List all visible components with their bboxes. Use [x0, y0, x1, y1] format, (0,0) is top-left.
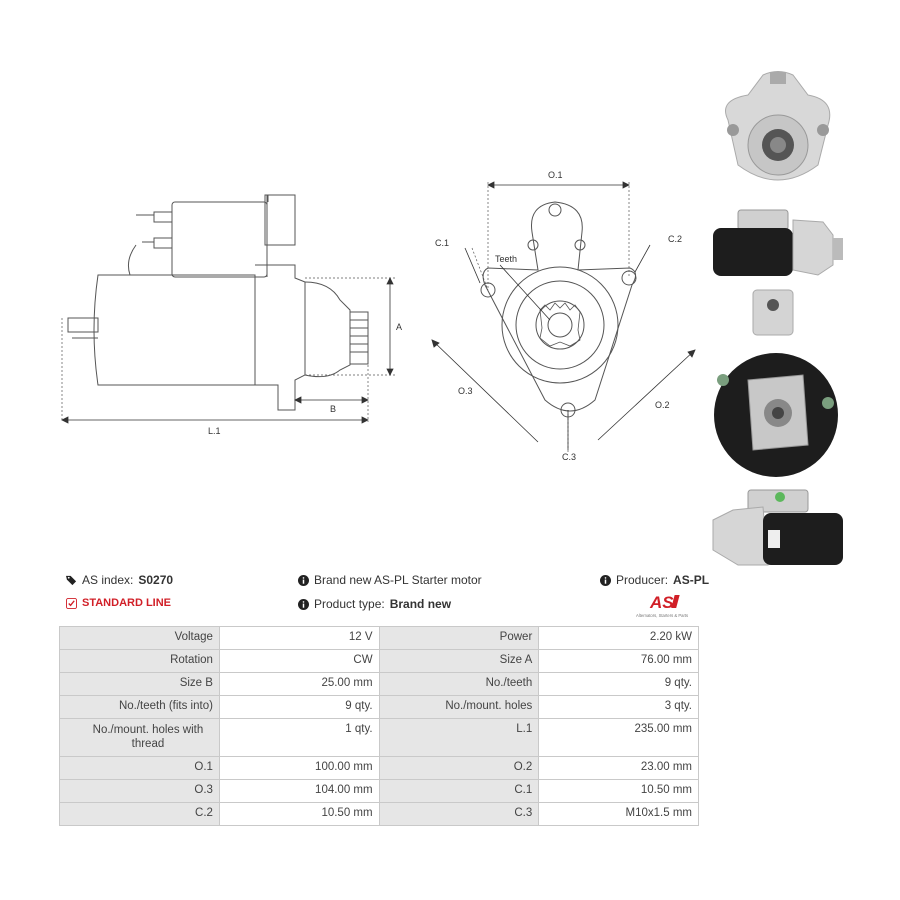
- tag-icon: [66, 575, 77, 585]
- spec-label: No./mount. holes with thread: [59, 718, 220, 757]
- product-type-label: Product type:: [314, 597, 385, 611]
- spec-label-text: No./mount. holes with thread: [92, 724, 204, 750]
- dim-label-teeth: Teeth: [495, 254, 517, 264]
- product-photo-angled: [712, 489, 843, 566]
- spec-label: Power: [378, 626, 540, 650]
- spec-label: No./teeth: [378, 672, 540, 696]
- spec-label: C.3: [378, 802, 540, 826]
- spec-value: 76.00 mm: [538, 649, 699, 673]
- spec-value: 23.00 mm: [538, 756, 699, 780]
- product-type-row: Product type: Brand new: [298, 597, 451, 611]
- logo-mark: AS: [649, 593, 674, 612]
- logo-tagline: Alternators, Starters & Parts: [636, 613, 688, 618]
- spec-label: O.1: [59, 756, 220, 780]
- dim-label-o3: O.3: [458, 386, 473, 396]
- spec-label: C.2: [59, 802, 220, 826]
- spec-label: Voltage: [59, 626, 220, 650]
- product-title-row: Brand new AS-PL Starter motor: [298, 573, 482, 587]
- product-photo-front: [725, 71, 831, 181]
- spec-label: O.2: [378, 756, 540, 780]
- standard-line-label: STANDARD LINE: [82, 597, 172, 609]
- spec-value: 12 V: [218, 626, 380, 650]
- spec-label: Rotation: [59, 649, 220, 673]
- spec-value: 3 qty.: [538, 695, 699, 719]
- as-pl-logo: AS Alternators, Starters & Parts: [636, 593, 688, 618]
- side-view-drawing: A B L.1: [61, 194, 402, 436]
- spec-value: 104.00 mm: [218, 779, 380, 803]
- checkbox-icon: [66, 597, 77, 609]
- spec-value: 25.00 mm: [218, 672, 380, 696]
- dim-label-c1: C.1: [435, 238, 449, 248]
- spec-value: 10.50 mm: [538, 779, 699, 803]
- producer-row: Producer: AS-PL: [600, 573, 709, 587]
- spec-value: 9 qty.: [218, 695, 380, 719]
- spec-label: L.1: [378, 718, 540, 757]
- producer-value: AS-PL: [673, 573, 710, 587]
- spec-label: No./teeth (fits into): [59, 695, 220, 719]
- standard-line-badge: STANDARD LINE: [66, 597, 171, 609]
- spec-row: No./teeth (fits into)9 qty.No./mount. ho…: [59, 695, 699, 719]
- dim-label-l1: L.1: [208, 426, 221, 436]
- spec-label: Size A: [378, 649, 540, 673]
- dim-label-a: A: [396, 322, 402, 332]
- front-view-drawing: O.1 C.1 C.2 Teeth O.3 O.2 C.3: [431, 170, 696, 462]
- info-icon: [600, 574, 611, 586]
- as-index-label: AS index:: [82, 573, 134, 587]
- dim-label-o2: O.2: [655, 400, 670, 410]
- as-index-value: S0270: [138, 573, 174, 587]
- dim-label-c2: C.2: [668, 234, 682, 244]
- dim-label-c3: C.3: [562, 452, 576, 462]
- spec-value: 235.00 mm: [538, 718, 699, 757]
- spec-value: CW: [218, 649, 380, 673]
- spec-label: No./mount. holes: [378, 695, 540, 719]
- info-icon: [298, 598, 309, 610]
- spec-label: O.3: [59, 779, 220, 803]
- spec-label: C.1: [378, 779, 540, 803]
- spec-value: 2.20 kW: [538, 626, 699, 650]
- info-icon: [298, 574, 309, 586]
- spec-label: Size B: [59, 672, 220, 696]
- as-index-row: AS index: S0270: [66, 573, 173, 587]
- producer-label: Producer:: [616, 573, 669, 587]
- product-type-value: Brand new: [389, 597, 452, 611]
- spec-value: 10.50 mm: [218, 802, 380, 826]
- dim-label-b: B: [330, 404, 336, 414]
- technical-drawing-area: A B L.1: [61, 71, 843, 566]
- spec-value: M10x1.5 mm: [538, 802, 699, 826]
- product-photo-rear: [714, 289, 838, 477]
- product-title: Brand new AS-PL Starter motor: [314, 573, 482, 587]
- spec-value: 9 qty.: [538, 672, 699, 696]
- spec-value: 1 qty.: [218, 718, 380, 757]
- product-photo-side: [713, 209, 843, 276]
- spec-value: 100.00 mm: [218, 756, 380, 780]
- dim-label-o1: O.1: [548, 170, 563, 180]
